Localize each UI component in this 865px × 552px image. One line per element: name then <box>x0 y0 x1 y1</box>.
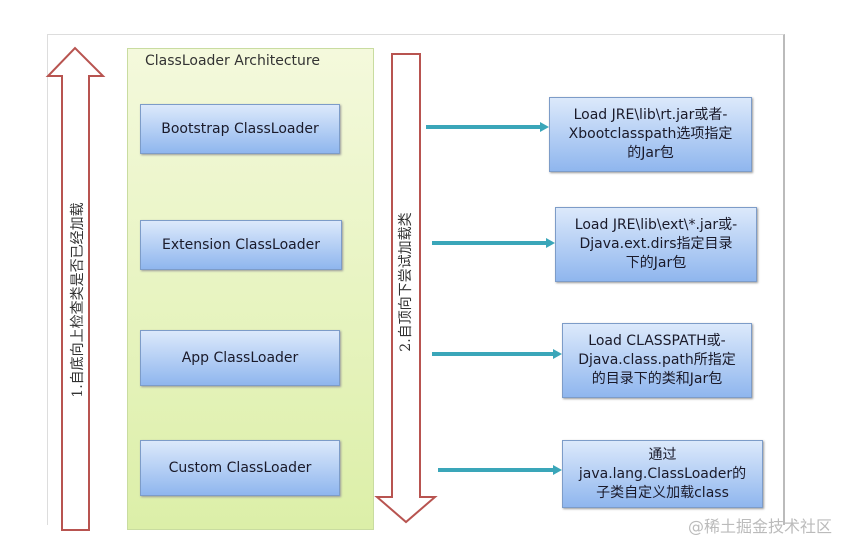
app-classloader-box: App ClassLoader <box>140 330 340 386</box>
extension-desc-box: Load JRE\lib\ext\*.jar或- Djava.ext.dirs指… <box>555 207 757 282</box>
custom-classloader-box: Custom ClassLoader <box>140 440 340 496</box>
custom-desc-box: 通过 java.lang.ClassLoader的 子类自定义加载class <box>562 440 763 508</box>
down-arrow <box>374 53 438 524</box>
slide-frame <box>47 34 785 525</box>
watermark: @稀土掘金技术社区 <box>688 517 833 536</box>
up-arrow <box>45 46 106 531</box>
connector-arrows <box>426 122 562 475</box>
down-arrow-label: 2.自顶向下尝试加载类 <box>398 212 414 352</box>
bootstrap-desc-box: Load JRE\lib\rt.jar或者- Xbootclasspath选项指… <box>549 97 752 172</box>
app-desc-box: Load CLASSPATH或- Djava.class.path所指定 的目录… <box>562 323 752 398</box>
extension-classloader-box: Extension ClassLoader <box>140 220 342 270</box>
diagram-title: ClassLoader Architecture <box>145 53 320 69</box>
up-arrow-label: 1.自底向上检查类是否已经加载 <box>70 202 86 398</box>
bootstrap-classloader-box: Bootstrap ClassLoader <box>140 104 340 154</box>
